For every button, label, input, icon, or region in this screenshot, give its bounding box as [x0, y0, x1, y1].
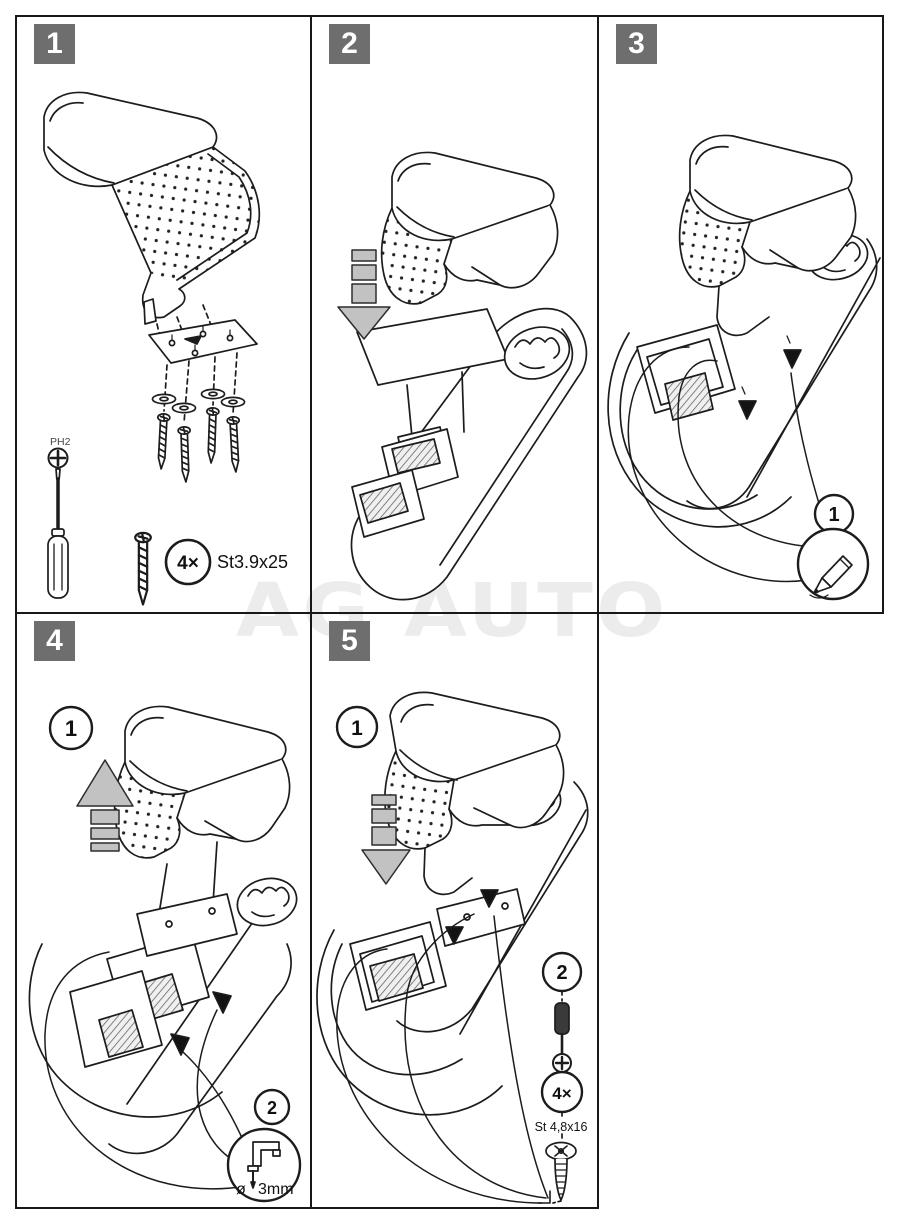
step-3-illustration: 1: [607, 134, 881, 601]
callout-circle-drill: 2: [253, 1088, 291, 1126]
screwdriver-icon: [47, 468, 69, 599]
svg-text:4×: 4×: [177, 553, 199, 574]
phillips-bit-icon: PH2: [47, 436, 71, 469]
push-down-arrow-icon: [361, 794, 411, 885]
screw-icon: [545, 1141, 577, 1204]
callout-circle-step: 1: [48, 705, 94, 751]
panel-step-3: 3: [597, 15, 884, 614]
armrest-drawing: [43, 91, 261, 325]
console-drawing: [28, 877, 298, 1155]
armrest-drawing: [678, 134, 857, 337]
pointer-arrow-icons: [738, 335, 802, 420]
panel-step-2: 2: [310, 15, 599, 614]
svg-text:2: 2: [556, 962, 567, 984]
svg-text:1: 1: [351, 717, 363, 740]
bracket-and-legs: [136, 841, 238, 957]
svg-text:2: 2: [267, 1098, 277, 1118]
step-1-number-badge: 1: [34, 24, 75, 64]
step-2-number-badge: 2: [329, 24, 370, 64]
phillips-bit-icon: [552, 1053, 572, 1073]
armrest-drawing: [113, 705, 291, 859]
svg-text:1: 1: [65, 716, 77, 741]
screw-icon: [134, 531, 152, 606]
callout-circle-screws: 2: [541, 951, 583, 993]
step-2-illustration: [337, 151, 588, 601]
panel-step-4: 4: [15, 612, 312, 1209]
pointer-arrow-icons: [170, 991, 232, 1056]
screwdriver-icon: [554, 990, 570, 1056]
washers-and-screws-drawing: [151, 352, 246, 484]
svg-text:PH2: PH2: [50, 436, 71, 448]
step-1-illustration: PH2 4× St3.9x25: [43, 91, 288, 606]
push-up-arrow-icon: [76, 759, 134, 852]
step-3-number-badge: 3: [616, 24, 657, 64]
console-drawing: [316, 779, 589, 1116]
panel-step-5: 5: [310, 612, 599, 1209]
svg-text:ø: ø: [236, 1181, 246, 1198]
console-drawing: [350, 307, 588, 601]
leader-curves: [336, 913, 551, 1204]
quantity-circle: 4×: [164, 538, 212, 586]
step-4-illustration: 2 ø 3mm 1: [28, 705, 302, 1203]
screw-spec-label: St 4,8x16: [535, 1120, 588, 1134]
console-drawing: [607, 233, 881, 528]
mounting-plate-drawing: [148, 304, 258, 364]
svg-text:4×: 4×: [552, 1084, 571, 1103]
callout-circle-step: 1: [813, 493, 855, 535]
svg-text:3mm: 3mm: [258, 1181, 294, 1198]
cupholder-drawing: [236, 877, 298, 927]
armrest-drawing: [380, 151, 559, 305]
screw-spec-label: St3.9x25: [217, 552, 288, 572]
drill-icon: ø 3mm: [226, 1127, 302, 1203]
step-5-illustration: 1 2 4×: [316, 691, 589, 1204]
marker-pen-icon: [796, 527, 870, 601]
panel-step-1: 1: [15, 15, 312, 614]
cupholder-drawing: [503, 326, 571, 380]
step-4-number-badge: 4: [34, 621, 75, 661]
push-down-arrow-icon: [337, 249, 391, 340]
quantity-circle: 4×: [540, 1070, 584, 1141]
pointer-arrow-icons: [445, 889, 499, 945]
watermark: AG AUTO: [236, 568, 669, 654]
step-5-number-badge: 5: [329, 621, 370, 661]
svg-text:1: 1: [828, 504, 839, 526]
callout-circle-step: 1: [335, 705, 379, 749]
armrest-drawing: [384, 691, 565, 896]
